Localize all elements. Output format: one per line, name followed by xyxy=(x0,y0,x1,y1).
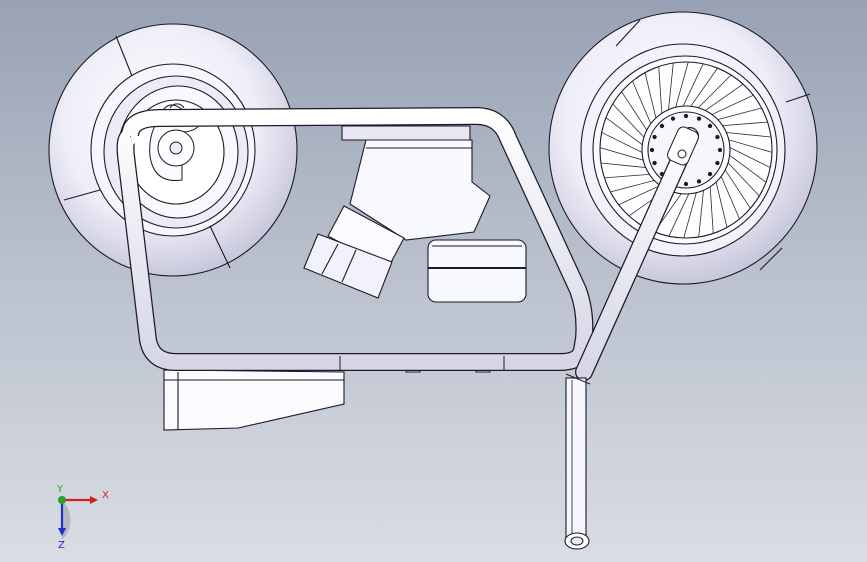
hub-bolt xyxy=(649,147,655,153)
hub-bolt xyxy=(715,134,720,140)
coordinate-triad: X Y Z xyxy=(56,484,109,551)
fuel-tank[interactable] xyxy=(341,125,491,241)
hub-bolt xyxy=(683,181,689,187)
hub-bolts xyxy=(649,113,723,187)
y-axis-dot xyxy=(58,496,66,504)
hub-bolt xyxy=(707,123,713,129)
hub-bolt xyxy=(659,123,665,129)
main-frame[interactable] xyxy=(116,107,594,371)
x-arrowhead-icon xyxy=(90,496,98,504)
hub-bolt xyxy=(670,116,676,121)
hub-bolt xyxy=(717,147,723,153)
hub-bolt xyxy=(707,171,713,177)
fork-tube[interactable] xyxy=(564,125,700,550)
battery-box[interactable] xyxy=(427,239,527,303)
triad-shadow xyxy=(62,500,71,540)
x-axis-label: X xyxy=(102,490,109,501)
hub-bolt xyxy=(652,134,657,140)
z-axis-label: Z xyxy=(58,540,65,551)
footboard[interactable] xyxy=(163,365,491,431)
z-arrowhead-icon xyxy=(58,528,66,536)
hub-bolt xyxy=(696,179,702,184)
hub-bolt xyxy=(696,116,702,121)
hub-bolt xyxy=(683,113,689,119)
intake-pipe[interactable] xyxy=(303,205,405,299)
hub-bolt xyxy=(715,160,720,166)
y-axis-label: Y xyxy=(56,484,64,495)
hub-bolt xyxy=(652,160,657,166)
